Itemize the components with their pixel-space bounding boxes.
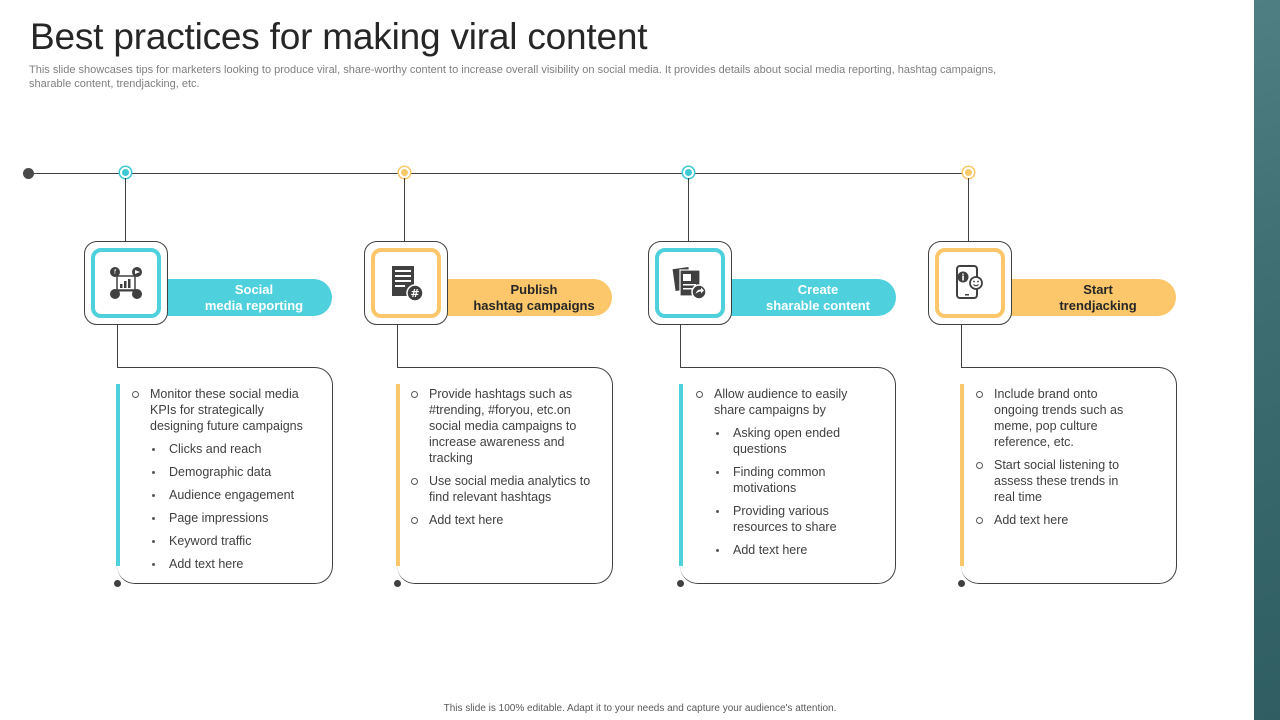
card-connector	[961, 325, 962, 368]
step-label-line1: Publish	[510, 281, 558, 297]
node-connector	[404, 178, 405, 241]
point-item: Provide hashtags such as #trending, #for…	[410, 386, 606, 466]
content-card	[680, 367, 896, 584]
sub-point-item: Providing various resources to share	[695, 503, 855, 535]
slide-footer: This slide is 100% editable. Adapt it to…	[443, 703, 837, 714]
content-card	[961, 367, 1177, 584]
card-end-dot	[677, 580, 684, 587]
card-connector	[397, 325, 398, 368]
timeline-node	[120, 167, 131, 178]
card-content: Allow audience to easily share campaigns…	[695, 386, 855, 565]
step-label-line2: media reporting	[204, 297, 304, 313]
sub-point-item: Add text here	[695, 542, 855, 558]
card-end-dot	[114, 580, 121, 587]
card-accent-bar	[116, 384, 120, 566]
point-item: Allow audience to easily share campaigns…	[695, 386, 855, 418]
card-content: Provide hashtags such as #trending, #for…	[410, 386, 606, 535]
node-connector	[125, 178, 126, 241]
point-item: Add text here	[410, 512, 606, 528]
step-icon-frame: #	[371, 248, 441, 318]
svg-text:#: #	[410, 287, 419, 300]
step-icon-box: i	[928, 241, 1012, 325]
mobile-trend-icon: i	[950, 263, 990, 303]
sub-point-item: Page impressions	[131, 510, 313, 526]
card-connector	[680, 325, 681, 368]
content-card	[397, 367, 613, 584]
step-icon-box	[648, 241, 732, 325]
step-label-line1: Create	[797, 281, 839, 297]
card-accent-bar	[679, 384, 683, 566]
sub-point-item: Clicks and reach	[131, 441, 313, 457]
point-list: Include brand onto ongoing trends such a…	[975, 386, 1133, 528]
timeline-line	[29, 173, 969, 174]
card-accent-bar	[396, 384, 400, 566]
point-item: Monitor these social media KPIs for stra…	[131, 386, 313, 434]
point-list: Monitor these social media KPIs for stra…	[131, 386, 313, 572]
card-content: Monitor these social media KPIs for stra…	[131, 386, 313, 579]
point-item: Add text here	[975, 512, 1133, 528]
share-content-icon	[670, 263, 710, 303]
svg-text:i: i	[961, 274, 964, 284]
analytics-icon: f	[106, 263, 146, 303]
timeline-node	[683, 167, 694, 178]
step-label-line2: hashtag campaigns	[473, 297, 595, 313]
step-icon-frame	[655, 248, 725, 318]
node-connector	[968, 178, 969, 241]
timeline-node	[399, 167, 410, 178]
sub-point-item: Asking open ended questions	[695, 425, 855, 457]
timeline-node	[963, 167, 974, 178]
slide-title: Best practices for making viral content	[30, 16, 648, 57]
hashtag-document-icon: #	[386, 263, 426, 303]
point-item: Include brand onto ongoing trends such a…	[975, 386, 1133, 450]
step-icon-frame: f	[91, 248, 161, 318]
slide-subtitle: This slide showcases tips for marketers …	[29, 64, 997, 90]
sub-point-item: Add text here	[131, 556, 313, 572]
point-list: Allow audience to easily share campaigns…	[695, 386, 855, 558]
card-end-dot	[394, 580, 401, 587]
card-connector	[117, 325, 118, 368]
step-label-line1: Start	[1083, 281, 1113, 297]
step-label-line1: Social	[234, 281, 274, 297]
step-icon-frame: i	[935, 248, 1005, 318]
timeline-start-dot	[23, 168, 34, 179]
step-icon-box: f	[84, 241, 168, 325]
content-card	[117, 367, 333, 584]
side-decor-band	[1254, 0, 1280, 720]
step-label-line2: sharable content	[765, 297, 871, 313]
svg-text:f: f	[114, 269, 117, 276]
node-connector	[688, 178, 689, 241]
point-list: Provide hashtags such as #trending, #for…	[410, 386, 606, 528]
card-end-dot	[958, 580, 965, 587]
sub-point-item: Audience engagement	[131, 487, 313, 503]
step-label-line2: trendjacking	[1059, 297, 1137, 313]
sub-point-item: Finding common motivations	[695, 464, 855, 496]
point-item: Start social listening to assess these t…	[975, 457, 1133, 505]
sub-point-item: Demographic data	[131, 464, 313, 480]
point-item: Use social media analytics to find relev…	[410, 473, 606, 505]
card-accent-bar	[960, 384, 964, 566]
sub-point-item: Keyword traffic	[131, 533, 313, 549]
card-content: Include brand onto ongoing trends such a…	[975, 386, 1133, 535]
step-icon-box: #	[364, 241, 448, 325]
